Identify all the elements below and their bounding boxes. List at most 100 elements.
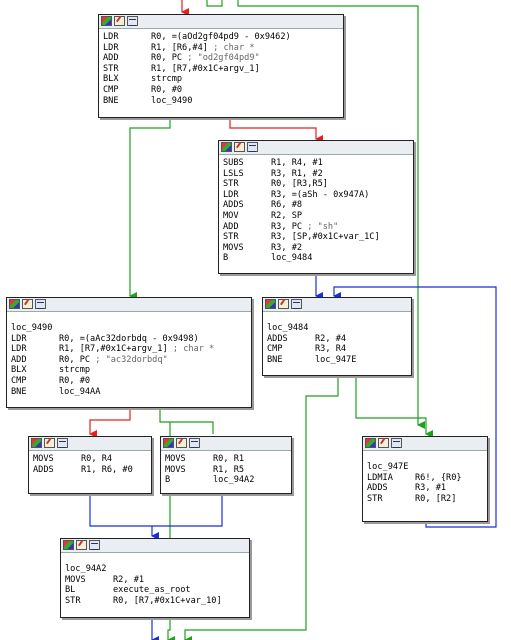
edit-icon[interactable]: [76, 540, 87, 550]
edge-incoming-green: [206, 0, 223, 7]
listing-icon[interactable]: [89, 540, 100, 550]
listing-icon[interactable]: [57, 438, 68, 448]
operands: R0, #0: [151, 84, 183, 95]
block-label[interactable]: loc_94A2: [65, 564, 107, 574]
edit-icon[interactable]: [44, 438, 55, 448]
graph-overview-icon[interactable]: [101, 16, 112, 26]
edit-icon[interactable]: [22, 299, 33, 309]
operands: loc_94A2: [213, 475, 255, 486]
listing-icon[interactable]: [35, 299, 46, 309]
graph-overview-icon[interactable]: [9, 299, 20, 309]
block-label[interactable]: loc_9484: [267, 323, 309, 333]
operands: loc_947E: [315, 354, 357, 365]
block-header: [7, 298, 251, 312]
edit-icon[interactable]: [114, 16, 125, 26]
mnemonic: B: [165, 475, 171, 486]
instruction-line[interactable]: MOVS R1, R5: [165, 465, 287, 476]
edit-icon[interactable]: [278, 299, 289, 309]
graph-overview-icon[interactable]: [365, 438, 376, 448]
block-header: [61, 539, 249, 553]
edge-green-long: [237, 0, 425, 429]
graph-overview-icon[interactable]: [265, 299, 276, 309]
listing-icon[interactable]: [189, 438, 200, 448]
mnemonic: ADDS: [267, 333, 288, 344]
block-label[interactable]: loc_9490: [11, 323, 53, 333]
mnemonic: LDR: [223, 189, 239, 200]
operands: strcmp: [151, 74, 183, 85]
graph-overview-icon[interactable]: [221, 142, 232, 152]
block-header: [219, 141, 413, 155]
edge-b6-b8: [152, 493, 223, 527]
mnemonic: STR: [223, 179, 239, 190]
listing-icon[interactable]: [391, 438, 402, 448]
graph-overview-icon[interactable]: [163, 438, 174, 448]
edit-icon[interactable]: [176, 438, 187, 448]
operands: R1, R5: [213, 464, 245, 475]
listing-icon[interactable]: [247, 142, 258, 152]
listing-icon[interactable]: [127, 16, 138, 26]
edge-b3-true: [159, 407, 214, 434]
edit-icon[interactable]: [378, 438, 389, 448]
listing-icon[interactable]: [291, 299, 302, 309]
spacer: [367, 454, 483, 462]
mnemonic: BLX: [11, 365, 27, 376]
mnemonic: MOVS: [165, 464, 186, 475]
mnemonic: LDMIA: [367, 472, 393, 483]
mnemonic: STR: [65, 595, 81, 606]
graph-overview-icon[interactable]: [31, 438, 42, 448]
mnemonic: BLX: [103, 74, 119, 85]
edit-icon[interactable]: [234, 142, 245, 152]
graph-overview-icon[interactable]: [63, 540, 74, 550]
operands: R0, #0: [59, 375, 91, 386]
block-label[interactable]: loc_947E: [367, 462, 409, 472]
operands: execute_as_root: [113, 585, 191, 596]
instruction-line[interactable]: BLX strcmp: [103, 74, 339, 85]
